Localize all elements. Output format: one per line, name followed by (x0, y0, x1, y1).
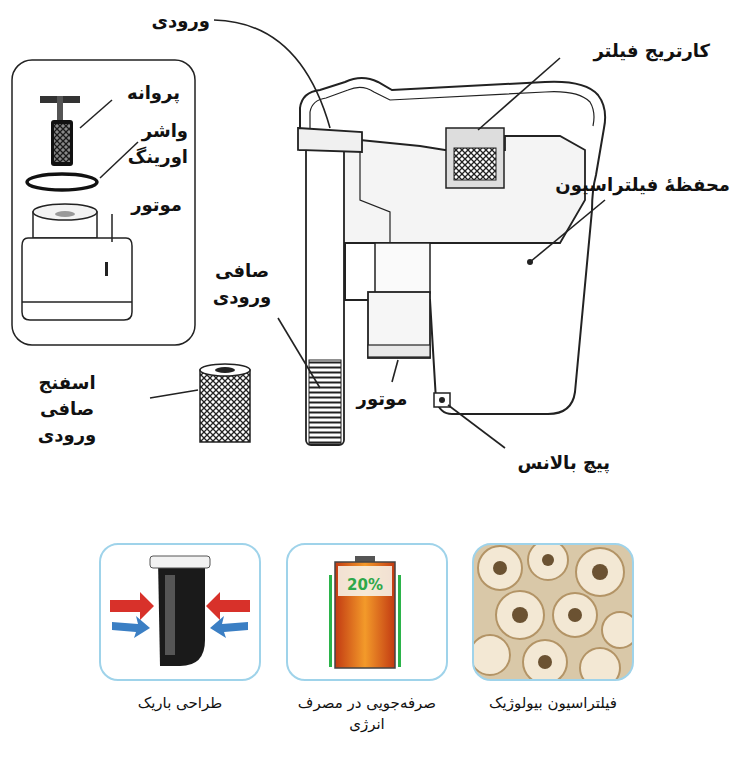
tile-outline (286, 543, 448, 681)
feature-tile: صرفه‌جویی در مصرف انرژی (286, 543, 448, 739)
tile-outline (472, 543, 634, 681)
part-label: پیچ بالانس (500, 450, 610, 476)
feature-tile: طراحی باریک (99, 543, 261, 718)
part-label: ورودی (120, 8, 210, 34)
feature-tile: فیلتراسیون بیولوژیک (472, 543, 634, 718)
part-label: موتور (344, 386, 420, 412)
tile-outline (99, 543, 261, 681)
part-label: صافی ورودی (196, 258, 288, 310)
feature-caption: صرفه‌جویی در مصرف انرژی (296, 693, 438, 735)
part-label: کارتریج فیلتر (560, 38, 710, 64)
part-label: محفظهٔ فیلتراسیون (518, 172, 730, 198)
feature-caption: طراحی باریک (109, 693, 251, 714)
percent-label: 20% (337, 572, 393, 598)
feature-caption: فیلتراسیون بیولوژیک (482, 693, 624, 714)
part-label: پروانه (100, 80, 180, 106)
part-label: واشر اورینگ (112, 118, 188, 170)
part-label: موتور (100, 192, 182, 218)
part-label: اسفنج صافی ورودی (14, 370, 120, 448)
